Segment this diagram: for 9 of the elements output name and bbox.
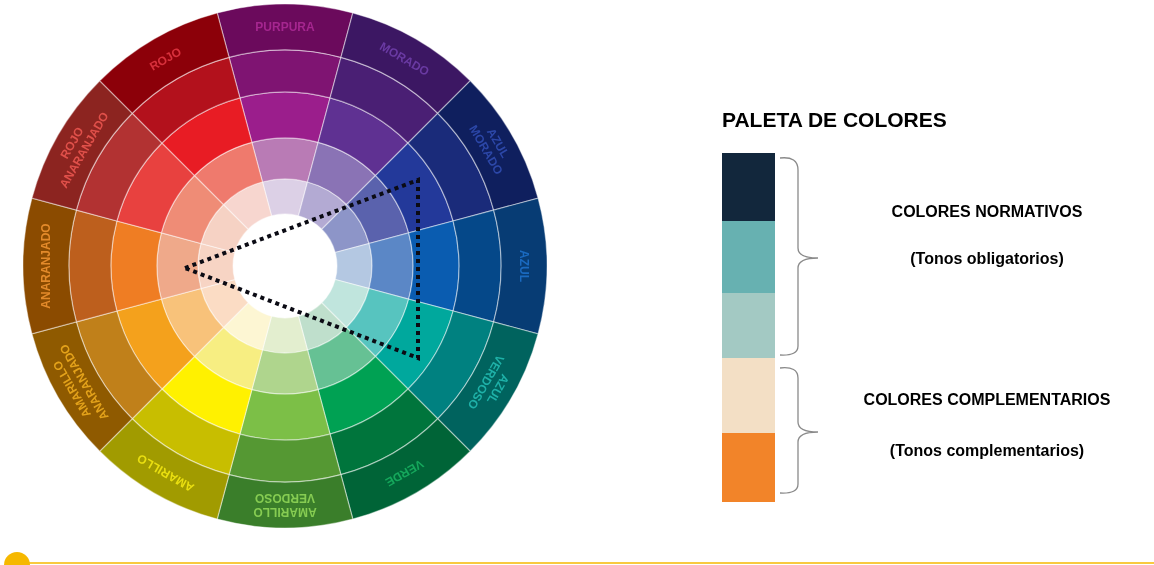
group-label: COLORES COMPLEMENTARIOS xyxy=(862,390,1112,410)
segment-label: PURPURA xyxy=(255,20,315,34)
palette-title: PALETA DE COLORES xyxy=(722,107,947,133)
segment-label: AZUL xyxy=(517,250,531,282)
group-label: COLORES NORMATIVOS xyxy=(890,202,1084,222)
segment-label: AMARILLO VERDOSO xyxy=(253,491,317,519)
group-label: (Tonos obligatorios) xyxy=(909,249,1065,269)
group-label: (Tonos complementarios) xyxy=(888,441,1086,461)
segment-label: ANARANJADO xyxy=(39,223,53,309)
